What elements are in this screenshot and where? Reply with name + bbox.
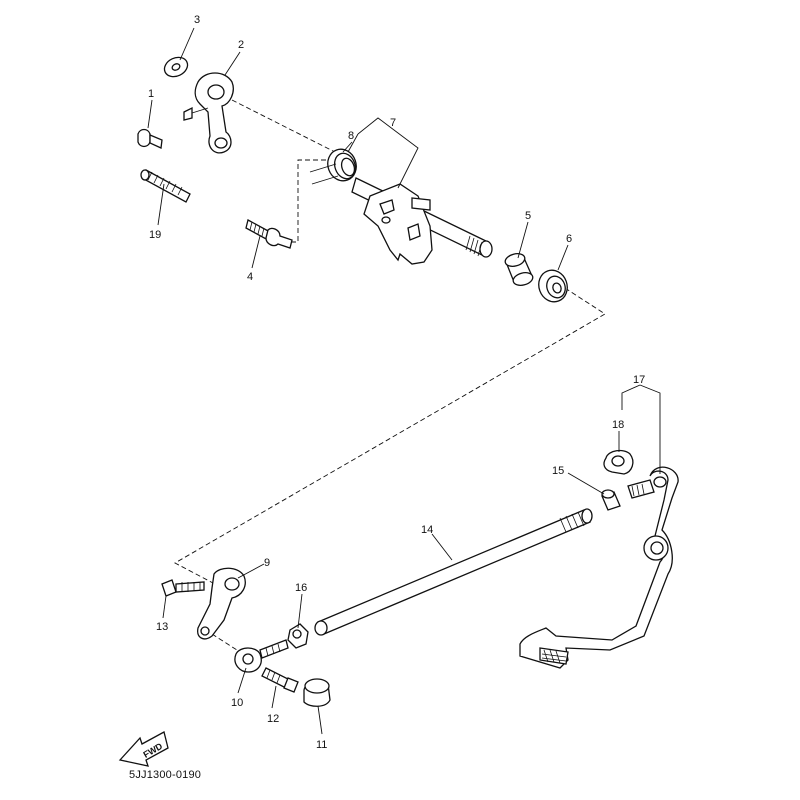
catalog-code: 5JJ1300-0190 xyxy=(129,769,202,781)
callout-2: 2 xyxy=(238,39,244,51)
callout-18: 18 xyxy=(612,419,624,431)
part-shift-rod-14 xyxy=(314,508,593,636)
part-shift-pedal-17 xyxy=(519,466,679,669)
leader-lines xyxy=(147,27,661,735)
callout-16: 16 xyxy=(295,582,307,594)
fwd-arrow-icon: FWD xyxy=(118,731,169,767)
part-bolt-13 xyxy=(161,579,205,597)
callout-labels: 3 2 1 8 7 19 4 5 6 17 18 15 14 9 16 13 1… xyxy=(148,14,645,751)
part-oil-seal-6 xyxy=(538,269,568,303)
callout-8: 8 xyxy=(348,130,354,142)
part-bolt-4 xyxy=(245,219,293,249)
part-torsion-spring-8 xyxy=(309,148,357,185)
part-collar-15 xyxy=(601,489,621,511)
callout-10: 10 xyxy=(231,697,243,709)
part-spring-19 xyxy=(140,169,191,203)
callout-12: 12 xyxy=(267,713,279,725)
part-collar-5 xyxy=(504,253,534,286)
part-nut-16 xyxy=(287,623,309,649)
part-pin-1 xyxy=(137,128,163,149)
part-joint-18 xyxy=(603,449,634,475)
callout-9: 9 xyxy=(264,557,270,569)
callout-4: 4 xyxy=(247,271,253,283)
part-washer-3 xyxy=(163,56,189,78)
part-cap-11 xyxy=(303,678,331,707)
callout-5: 5 xyxy=(525,210,531,222)
callout-11: 11 xyxy=(316,739,327,751)
callout-13: 13 xyxy=(156,621,168,633)
part-stopper-lever-2 xyxy=(183,72,234,154)
callout-6: 6 xyxy=(566,233,572,245)
part-rod-end-10 xyxy=(234,639,289,673)
callout-15: 15 xyxy=(552,465,564,477)
callout-1: 1 xyxy=(148,88,154,100)
callout-17: 17 xyxy=(633,374,645,386)
callout-14: 14 xyxy=(421,524,433,536)
callout-3: 3 xyxy=(194,14,200,26)
callout-19: 19 xyxy=(149,229,161,241)
callout-7: 7 xyxy=(390,117,396,129)
part-shift-shaft-7 xyxy=(351,177,493,265)
part-shift-arm-9 xyxy=(197,567,246,640)
part-bolt-12 xyxy=(261,667,299,693)
